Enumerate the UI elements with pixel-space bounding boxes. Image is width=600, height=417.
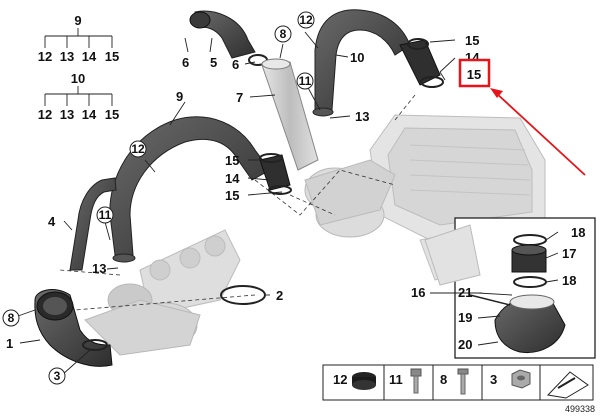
tree-9-root: 9 [74, 13, 81, 28]
tree-9-child: 15 [105, 49, 119, 64]
tree-10-child: 14 [82, 107, 97, 122]
svg-text:12: 12 [299, 13, 313, 27]
callout-10: 10 [350, 50, 364, 65]
callout-4: 4 [48, 214, 56, 229]
tree-10 [44, 86, 113, 106]
callout-13: 13 [355, 109, 369, 124]
tree-10-child: 13 [60, 107, 74, 122]
tree-9-child: 12 [38, 49, 52, 64]
catalog-number: 499338 [565, 404, 595, 414]
callout-1: 1 [6, 336, 13, 351]
charge-hose-9 [109, 116, 271, 263]
band-clamp-2 [220, 285, 266, 305]
svg-text:3: 3 [54, 369, 61, 383]
svg-text:11: 11 [299, 74, 312, 88]
callout-19: 19 [458, 310, 472, 325]
svg-text:8: 8 [280, 27, 287, 41]
hose-connector-middle [259, 153, 292, 195]
callout-15: 15 [225, 188, 239, 203]
svg-text:15: 15 [467, 67, 481, 82]
tree-10-child: 15 [105, 107, 119, 122]
callout-14: 14 [225, 171, 240, 186]
turbo-housing-lower [84, 283, 201, 356]
grommet-icon [352, 372, 376, 390]
callout-15: 15 [225, 153, 239, 168]
tree-10-child: 12 [38, 107, 52, 122]
intake-duct-1 [34, 289, 113, 367]
tree-10-root: 10 [71, 71, 85, 86]
hose-connector-14 [399, 38, 444, 88]
intercooler [369, 114, 546, 241]
leader-lines [17, 31, 559, 376]
callout-9: 9 [176, 89, 183, 104]
callout-20: 20 [458, 337, 472, 352]
detail-inset-parts [424, 224, 566, 354]
callout-2: 2 [276, 288, 283, 303]
legend-number: 8 [440, 372, 447, 387]
callout-5: 5 [210, 55, 217, 70]
tree-9 [44, 28, 113, 48]
circled-callout-3: 3 [48, 367, 66, 385]
callout-6: 6 [182, 55, 189, 70]
svg-text:8: 8 [8, 311, 15, 325]
bolt-icon [410, 368, 422, 394]
tree-9-child: 14 [82, 49, 97, 64]
screw-icon [457, 368, 469, 395]
charge-pipe-7 [261, 58, 319, 171]
callout-18: 18 [562, 273, 576, 288]
clamp-ring-3 [82, 339, 108, 351]
circled-callout-12: 12 [129, 140, 147, 158]
exhaust-manifold [139, 229, 241, 316]
circled-callout-8: 8 [274, 25, 292, 43]
legend-number: 12 [333, 372, 347, 387]
intake-elbow-5 [189, 10, 256, 59]
highlight-arrow [490, 88, 586, 176]
turbo-housing-upper [304, 159, 396, 238]
scale-icon [546, 371, 589, 399]
svg-text:11: 11 [99, 208, 112, 222]
callout-13: 13 [92, 261, 106, 276]
circled-callout-11: 11 [96, 206, 114, 224]
dashed-leaders [59, 94, 416, 311]
oil-line-4 [69, 177, 117, 271]
callout-21: 21 [458, 285, 472, 300]
circled-callout-8: 8 [2, 309, 20, 327]
legend-number: 11 [389, 372, 403, 387]
callout-16: 16 [411, 285, 425, 300]
svg-text:12: 12 [131, 142, 145, 156]
callout-18: 18 [571, 225, 585, 240]
tree-9-child: 13 [60, 49, 74, 64]
callout-7: 7 [236, 90, 243, 105]
charge-hose-10 [312, 9, 411, 117]
callout-15: 15 [465, 33, 479, 48]
callout-6: 6 [232, 57, 239, 72]
circled-callout-12: 12 [297, 11, 315, 29]
callout-17: 17 [562, 246, 576, 261]
highlighted-callout-15[interactable]: 15 [458, 58, 491, 88]
legend-number: 3 [490, 372, 497, 387]
hex-nut-icon [511, 369, 531, 389]
circled-callout-11: 11 [296, 72, 314, 90]
